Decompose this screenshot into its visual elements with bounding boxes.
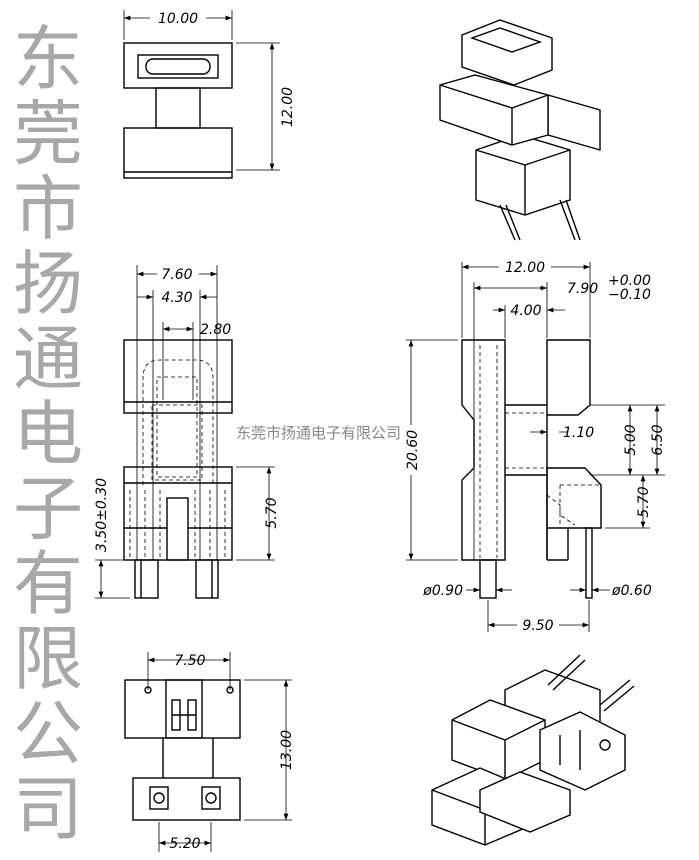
dim-front-pin-length: 3.50±0.30 [94,478,110,552]
dim-side-h1: 5.00 [623,424,639,455]
dim-bottom-width: 7.50 [174,653,205,669]
isometric-view-bottom [431,654,635,846]
dim-side-slot: 4.00 [510,303,541,319]
dim-side-h2: 6.50 [650,424,666,455]
dim-side-pin1: ø0.90 [422,583,463,599]
dim-side-pitch: 9.50 [522,618,553,634]
dim-front-w2: 4.30 [161,290,192,306]
bottom-view: 7.50 13.00 5.20 [124,652,295,852]
dim-side-h3: 5.70 [636,486,652,517]
dim-front-w1: 7.60 [161,267,192,283]
side-view: 12.00 7.90 +0.00 −0.10 4.00 20.60 1.10 5… [402,259,666,634]
dim-bottom-pitch: 5.20 [169,836,200,852]
dim-top-width: 10.00 [158,11,198,27]
dim-front-w3: 2.80 [200,322,231,338]
dim-side-tol-plus: +0.00 [608,273,651,289]
dim-bottom-height: 13.00 [279,730,295,770]
isometric-view-top [439,19,601,241]
dim-side-body-width: 7.90 [567,281,598,297]
watermark-small: 东莞市扬通电子有限公司 [236,424,401,442]
dim-front-base-height: 5.70 [264,497,280,528]
watermark-large: 东莞市扬通电子有限公司 [13,18,83,850]
dim-side-gap: 1.10 [563,425,594,441]
dim-side-height: 20.60 [405,430,421,470]
dim-side-total-width: 12.00 [505,260,545,276]
dim-side-tol-minus: −0.10 [608,287,651,303]
dim-top-height: 12.00 [280,87,296,127]
dim-side-pin2: ø0.60 [611,583,652,599]
top-view: 10.00 12.00 [123,10,296,179]
front-view: 7.60 4.30 2.80 3.50±0.30 5.70 [94,265,280,599]
